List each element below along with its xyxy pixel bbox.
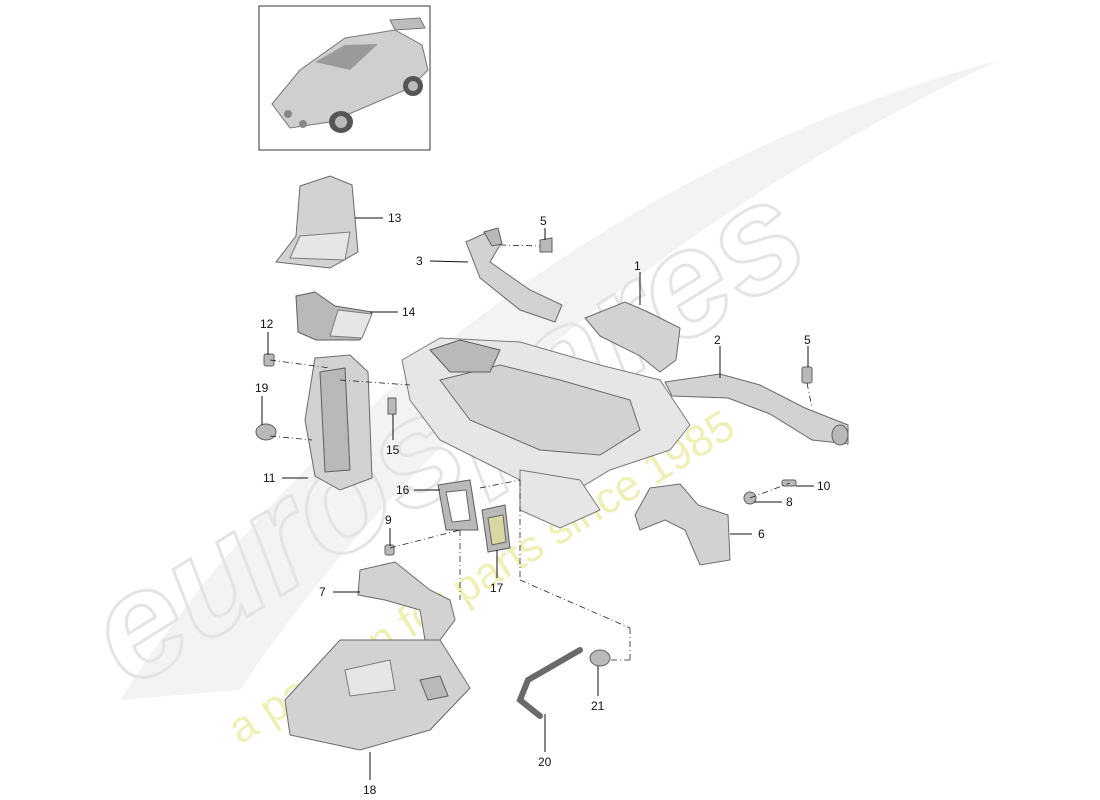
part-18-underbody-panel <box>284 639 471 751</box>
callout-label: 13 <box>388 211 402 225</box>
part-main-housing <box>401 337 691 529</box>
callout-label: 16 <box>396 483 410 497</box>
part-2-duct <box>664 373 849 446</box>
assembly-lines <box>269 244 813 661</box>
callout-label: 12 <box>260 317 274 331</box>
callout-label: 10 <box>817 479 831 493</box>
part-6-duct <box>634 483 731 566</box>
watermark-swoosh <box>120 60 1000 700</box>
callout-labels: 1 2 3 5 5 6 7 8 9 10 11 12 13 14 15 16 1… <box>255 211 831 797</box>
part-17-vent <box>481 504 511 553</box>
callout-label: 19 <box>255 381 269 395</box>
callout-leaders <box>261 217 814 780</box>
part-1-bracket <box>584 301 681 373</box>
part-21-clamp <box>589 649 611 667</box>
callout-label: 1 <box>634 259 641 273</box>
part-16-vent <box>437 479 479 531</box>
callout-label: 8 <box>786 495 793 509</box>
sports-car-icon <box>271 17 429 133</box>
part-11-bracket <box>304 354 373 491</box>
part-5-screw-upper <box>539 237 553 253</box>
callout-label: 5 <box>540 214 547 228</box>
callout-label: 3 <box>416 254 423 268</box>
part-19-grommet <box>255 423 277 441</box>
part-9-clip <box>384 544 395 556</box>
part-20-hose <box>516 647 583 719</box>
callout-label: 9 <box>385 513 392 527</box>
callout-label: 18 <box>363 783 377 797</box>
car-thumbnail <box>258 5 431 151</box>
callout-label: 6 <box>758 527 765 541</box>
part-5-screw-right <box>801 366 813 384</box>
callout-label: 5 <box>804 333 811 347</box>
callout-label: 14 <box>402 305 416 319</box>
callout-label: 15 <box>386 443 400 457</box>
part-3-duct <box>465 227 563 323</box>
callout-label: 11 <box>263 471 276 485</box>
callout-label: 17 <box>490 581 504 595</box>
callout-label: 7 <box>319 585 326 599</box>
part-15-clip <box>387 397 397 415</box>
part-14-filter <box>295 291 373 341</box>
part-13-cover <box>275 175 359 269</box>
callout-label: 2 <box>714 333 721 347</box>
part-12-nut <box>263 353 275 367</box>
callout-label: 20 <box>538 755 552 769</box>
callout-label: 21 <box>591 699 605 713</box>
